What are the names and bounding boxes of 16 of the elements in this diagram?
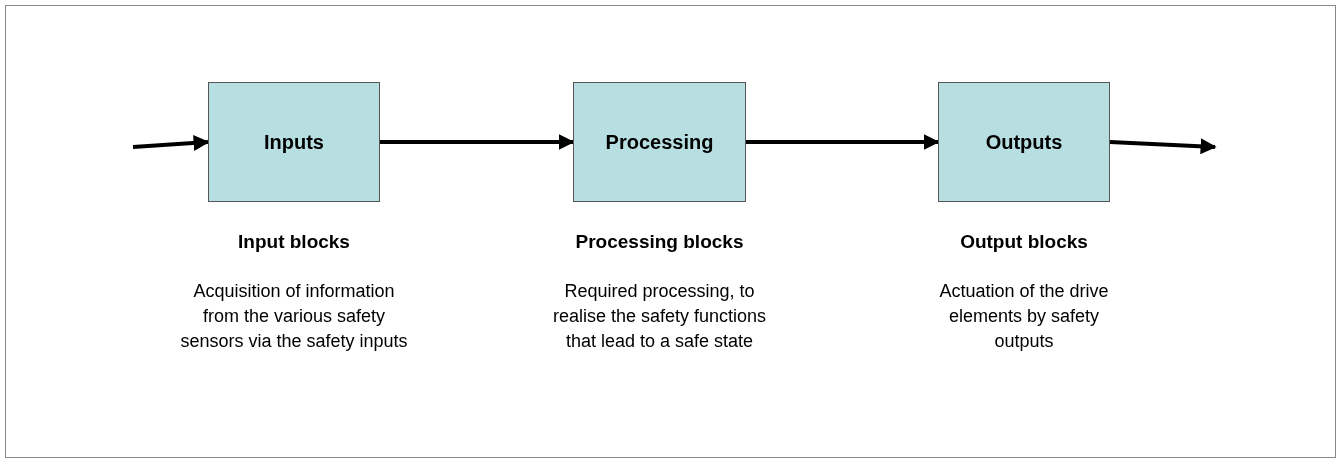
arrow [380,134,575,150]
block-description: Actuation of the drive elements by safety outputs [938,279,1110,353]
box-label: Outputs [985,130,1063,155]
block-heading: Processing blocks [575,230,744,254]
block-heading: Input blocks [238,230,350,254]
block-heading: Output blocks [960,230,1088,254]
box-label: Inputs [264,130,324,155]
process-box [208,82,380,202]
arrow [132,135,210,151]
block-description: Acquisition of information from the various safety sensors via the safety inputs [179,279,409,353]
process-box [573,82,746,202]
block-description: Required processing, to realise the safety functions that lead to a safe state [551,279,768,353]
arrow [1109,138,1217,155]
process-box [938,82,1110,202]
arrow [746,134,940,150]
box-label: Processing [605,130,714,155]
